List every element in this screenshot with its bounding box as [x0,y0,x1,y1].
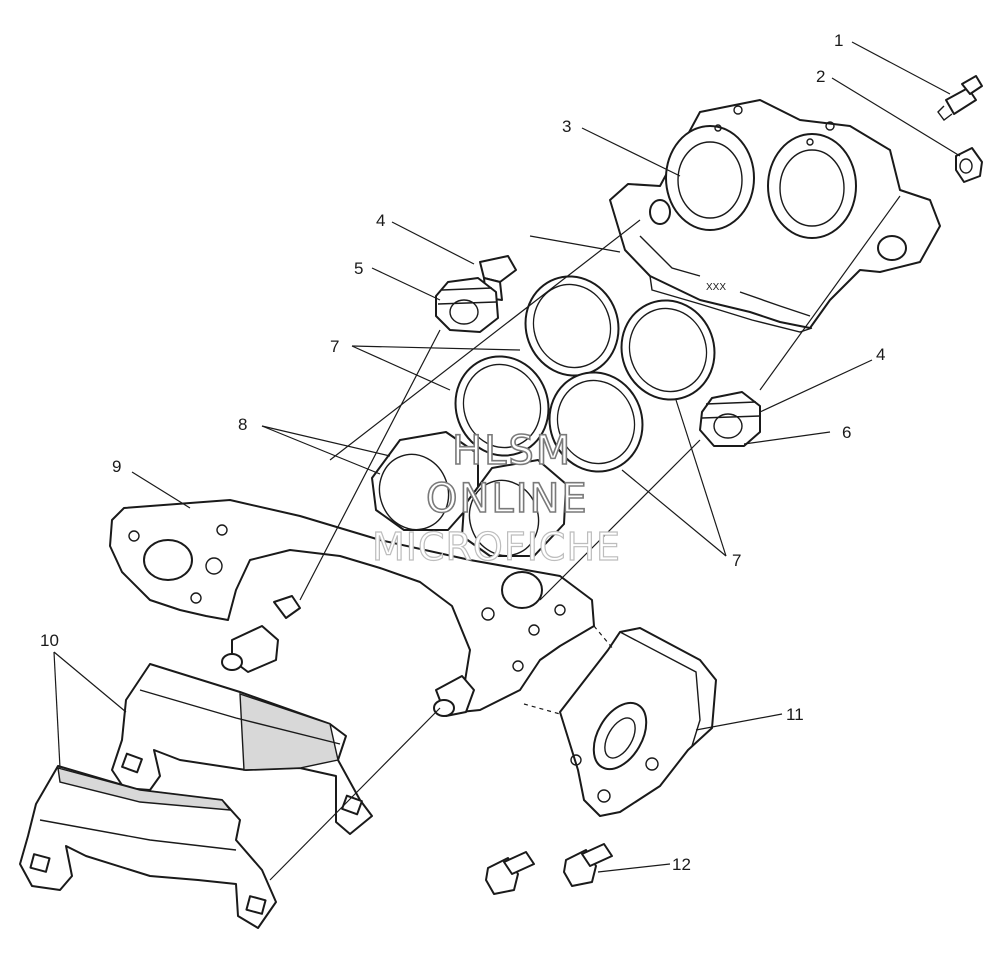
callout-12: 12 [672,855,691,874]
part-seal-rings [454,275,716,473]
callout-7-upper: 7 [330,337,339,356]
watermark: HLSM ONLINE MICROFICHE [371,427,621,569]
callout-3: 3 [562,117,571,136]
assembly-lines [269,195,901,881]
part-caliper-body: XXX [609,99,941,333]
callout-5: 5 [354,259,363,278]
callout-6: 6 [842,423,851,442]
part-pistons [371,431,567,557]
caliper-stamp: XXX [706,282,726,293]
callout-leaders [53,41,961,873]
watermark-line2: ONLINE [426,476,589,522]
callout-10: 10 [40,631,59,650]
part-caliper-bracket [109,499,595,717]
callout-4-left: 4 [376,211,385,230]
part-boot-left [435,277,499,333]
part-pad-spring [559,627,717,817]
callout-2: 2 [816,67,825,86]
callout-1: 1 [834,31,843,50]
part-bleeder-cap [955,147,983,183]
part-brake-pads [19,663,373,929]
part-mounting-bolts [485,843,613,895]
callout-4-right: 4 [876,345,885,364]
callout-labels: 1 2 3 4 5 7 4 8 6 9 7 10 11 12 [40,31,885,874]
watermark-line3: MICROFICHE [372,525,621,569]
part-boot-right [699,391,761,447]
part-bleeder-screw [937,75,983,121]
callout-8: 8 [238,415,247,434]
callout-11: 11 [786,705,804,724]
callout-7-lower: 7 [732,551,741,570]
callout-9: 9 [112,457,121,476]
watermark-line1: HLSM [452,428,572,474]
